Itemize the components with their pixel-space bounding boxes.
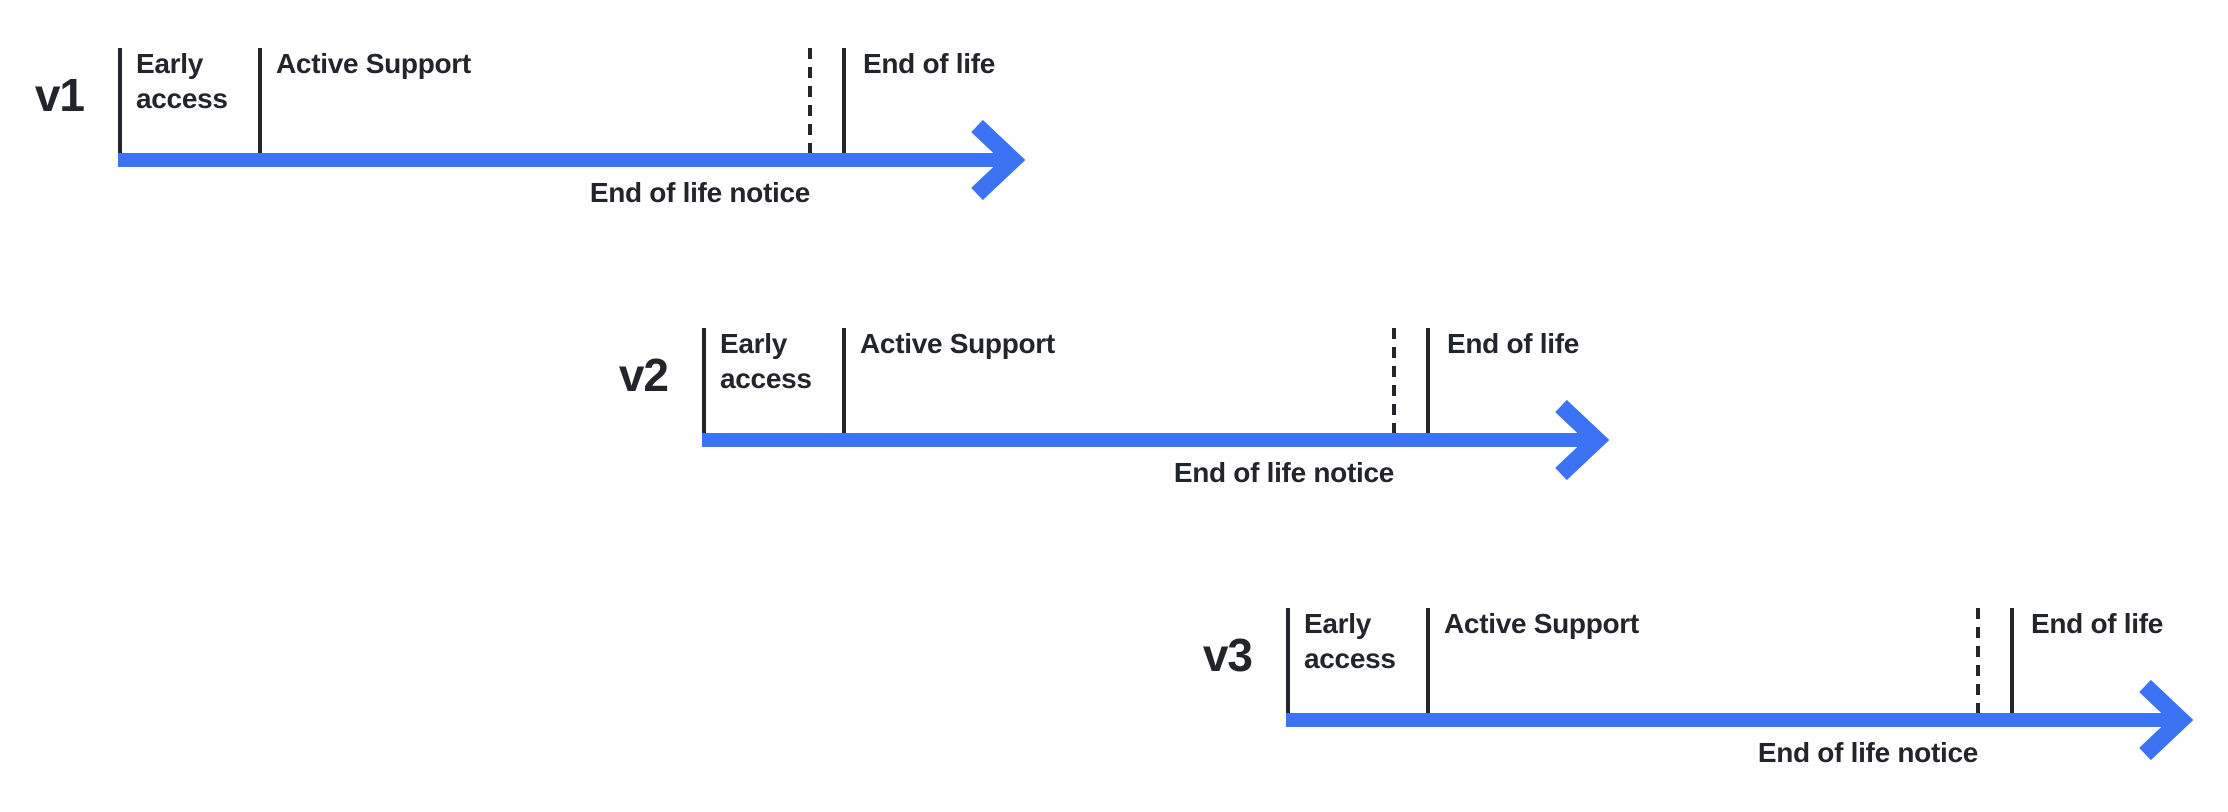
end-of-life-notice-label: End of life notice xyxy=(1173,457,1394,488)
active-support-label: Active Support xyxy=(1444,608,1639,639)
early-access-start-tick xyxy=(702,328,706,433)
end-of-life-tick xyxy=(2010,608,2014,713)
end-of-life-label: End of life xyxy=(2031,608,2164,639)
version-label: v3 xyxy=(1202,629,1253,681)
timeline-arrow-shaft xyxy=(1286,713,2179,727)
early-access-start-tick xyxy=(118,48,122,153)
early-access-label: Early access xyxy=(720,328,812,394)
active-support-label: Active Support xyxy=(276,48,471,79)
timeline-arrow-shaft xyxy=(118,153,1011,167)
timeline-v1: v1 Early access Active Support End of li… xyxy=(18,30,1058,270)
end-of-life-tick xyxy=(1426,328,1430,433)
timeline-v2: v2 Early access Active Support End of li… xyxy=(602,310,1642,550)
eol-notice-dashed-tick xyxy=(808,48,812,153)
version-label: v1 xyxy=(34,69,85,121)
eol-notice-dashed-tick xyxy=(1392,328,1396,433)
active-support-start-tick xyxy=(842,328,846,433)
eol-notice-dashed-tick xyxy=(1976,608,1980,713)
timeline-arrow-shaft xyxy=(702,433,1595,447)
end-of-life-notice-label: End of life notice xyxy=(589,177,810,208)
arrow-head-icon xyxy=(2139,679,2194,761)
early-access-label: Early access xyxy=(136,48,228,114)
end-of-life-label: End of life xyxy=(1447,328,1580,359)
active-support-start-tick xyxy=(258,48,262,153)
arrow-head-icon xyxy=(1555,399,1610,481)
timeline-v3: v3 Early access Active Support End of li… xyxy=(1186,590,2226,812)
early-access-label: Early access xyxy=(1304,608,1396,674)
arrow-head-icon xyxy=(971,119,1026,201)
early-access-start-tick xyxy=(1286,608,1290,713)
version-label: v2 xyxy=(618,349,669,401)
active-support-start-tick xyxy=(1426,608,1430,713)
end-of-life-notice-label: End of life notice xyxy=(1757,737,1978,768)
active-support-label: Active Support xyxy=(860,328,1055,359)
end-of-life-label: End of life xyxy=(863,48,996,79)
end-of-life-tick xyxy=(842,48,846,153)
